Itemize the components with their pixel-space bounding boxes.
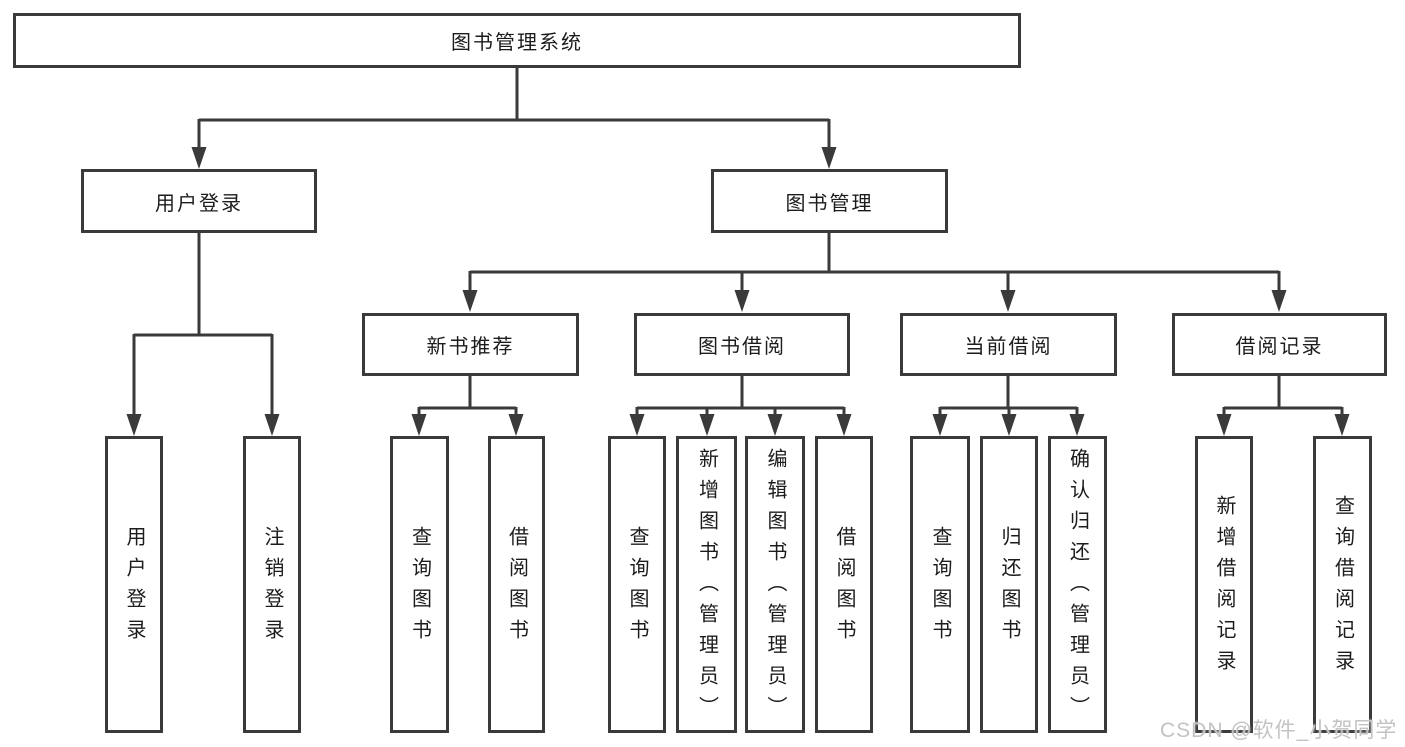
leaf-query-borrow-record: 查询借阅记录 [1313, 436, 1372, 733]
leaf-logout: 注销登录 [243, 436, 301, 733]
leaf-add-borrow-record: 新增借阅记录 [1195, 436, 1253, 733]
leaf-borrow-books: 借阅图书 [815, 436, 873, 733]
leaf-query-books-recommendation: 查询图书 [390, 436, 449, 733]
node-borrowing-records: 借阅记录 [1172, 313, 1387, 376]
csdn-watermark: CSDN @软件_小贺同学 [1160, 719, 1398, 742]
leaf-confirm-return-admin: 确认归还（管理员） [1048, 436, 1107, 733]
leaf-return-books: 归还图书 [980, 436, 1038, 733]
leaf-borrow-books-recommendation: 借阅图书 [488, 436, 545, 733]
node-book-management: 图书管理 [711, 169, 948, 233]
node-user-login: 用户登录 [81, 169, 317, 233]
leaf-edit-book-admin: 编辑图书（管理员） [745, 436, 805, 733]
leaf-query-books-current: 查询图书 [910, 436, 970, 733]
leaf-add-book-admin: 新增图书（管理员） [676, 436, 737, 733]
leaf-query-books-borrowing: 查询图书 [608, 436, 666, 733]
node-new-book-recommendation: 新书推荐 [362, 313, 579, 376]
node-current-borrowing: 当前借阅 [900, 313, 1117, 376]
leaf-user-login: 用户登录 [105, 436, 163, 733]
node-book-borrowing: 图书借阅 [634, 313, 850, 376]
node-library-management-system: 图书管理系统 [13, 13, 1021, 68]
